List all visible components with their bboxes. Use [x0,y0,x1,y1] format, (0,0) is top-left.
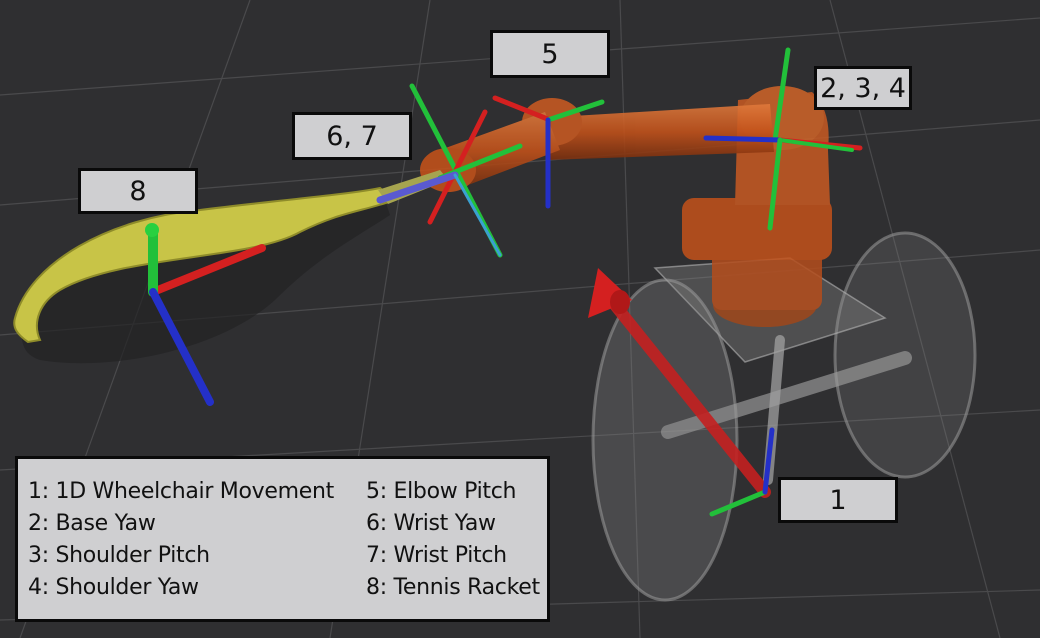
frame-wrist [376,83,523,258]
frame-racket [145,223,266,406]
legend-item: 2: Base Yaw [28,511,156,536]
frame-elbow [492,95,605,209]
callout-joint-8: 8 [78,168,198,214]
callout-joints-2-3-4: 2, 3, 4 [814,66,912,110]
legend-item: 4: Shoulder Yaw [28,575,199,600]
left-wheel [591,278,739,602]
callout-joints-6-7: 6, 7 [292,112,412,160]
legend-item: 5: Elbow Pitch [366,479,517,504]
callout-joint-1: 1 [778,477,898,523]
legend-item: 8: Tennis Racket [366,575,540,600]
frame-base [588,268,775,517]
racket-rim [13,186,398,344]
robot-arm [420,98,774,192]
joint-legend: 1: 1D Wheelchair Movement 2: Base Yaw 3:… [15,456,550,622]
legend-item: 6: Wrist Yaw [366,511,496,536]
callout-joint-5: 5 [490,30,610,78]
legend-item: 7: Wrist Pitch [366,543,507,568]
legend-item: 1: 1D Wheelchair Movement [28,479,334,504]
legend-item: 3: Shoulder Pitch [28,543,210,568]
direction-arrow-head [588,268,632,318]
frame-shoulder [703,47,863,231]
